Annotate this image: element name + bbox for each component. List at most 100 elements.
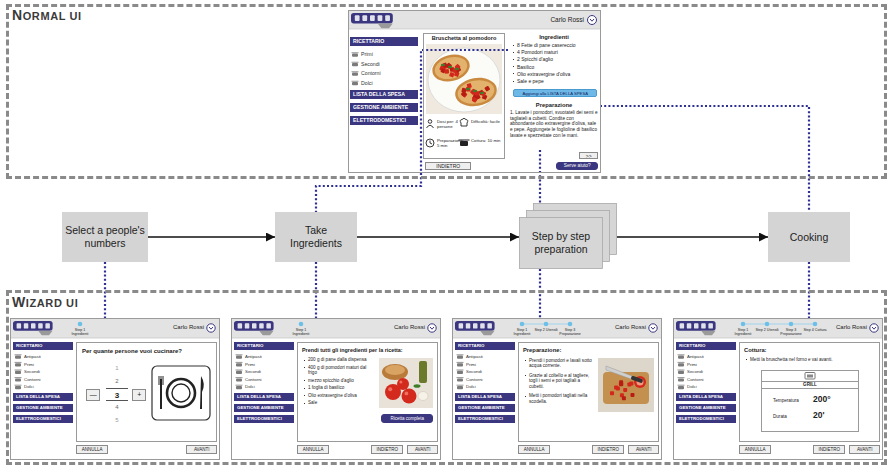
menu-icon [352, 73, 358, 76]
screen-background [232, 338, 440, 339]
info-text: Difficoltà: facile [471, 119, 503, 124]
wizard-panel: Per quante persone vuoi cucinare?12345—+ [76, 342, 217, 442]
menu-chevron [207, 324, 215, 332]
wizard-panel: Preparazione:Prendi i pomodori e lavali … [518, 342, 659, 442]
menu-chevron [870, 324, 878, 332]
app-logo [694, 323, 699, 328]
ui-text: Step 3 Preparazione [779, 328, 803, 337]
button-label: INDIETRO [372, 447, 402, 452]
menu-chevron [207, 324, 215, 332]
button-label: ANNULLA [519, 447, 549, 452]
menu-icon [457, 385, 464, 386]
screen-background [11, 319, 219, 338]
progress-track [743, 324, 815, 325]
next-button: AVANTI [186, 445, 217, 454]
menu-icon [236, 385, 243, 389]
menu-icon [15, 370, 22, 374]
panel-text: 1 foglia di basilico [303, 385, 375, 391]
side-menu: RICETTARIOAntipastiPrimiSecondiContorniD… [234, 342, 294, 426]
screen-background [349, 11, 600, 29]
side-menu: RICETTARIOAntipastiPrimiSecondiContorniD… [676, 342, 736, 426]
food-photo [419, 361, 427, 383]
menu-entry: Secondi [676, 368, 736, 376]
menu-chevron [651, 327, 655, 329]
food-photo [631, 376, 644, 384]
menu-icon [236, 386, 242, 389]
plate-icon [167, 379, 195, 407]
picker-number: 4 [106, 401, 128, 414]
menu-icon [15, 385, 22, 386]
progress-dot [78, 322, 83, 327]
button-label: Ricetta completa [382, 416, 432, 421]
progress-dot [813, 322, 818, 327]
side-menu: RICETTARIOAntipastiPrimiSecondiContorniD… [13, 342, 73, 426]
menu-icon [15, 378, 21, 381]
dotted-link [600, 106, 809, 212]
ui-text: Carlo Rossi [371, 324, 425, 331]
menu-entry: Secondi [13, 368, 73, 376]
info-text: Preparazione: 5 min [437, 138, 467, 148]
menu-icon [457, 354, 464, 355]
recipe-title: Bruschetta al pomodoro [424, 35, 504, 42]
menu-icon [236, 378, 243, 382]
menu-entry: Primi [455, 361, 515, 369]
plate-icon [152, 366, 210, 420]
food-photo [388, 387, 392, 391]
section-frame: NORMAL UICarlo RossiRICETTARIOPrimiSecon… [6, 4, 887, 179]
recipe-info: Dosi per: 4 personeDifficoltà: facilePre… [424, 117, 504, 157]
picker-number: 1 [106, 362, 128, 375]
menu-icon [352, 62, 359, 63]
screen-background [349, 29, 600, 30]
add-button: Aggiungi alla LISTA DELLA SPESA [513, 89, 597, 97]
menu-icon [236, 378, 242, 381]
menu-chevron [209, 327, 213, 329]
menu-entry: Antipasti [455, 353, 515, 361]
menu-entry: ELETTRODOMESTICI [455, 415, 515, 423]
menu-entry: GESTIONE AMBIENTE [350, 103, 418, 112]
food-photo [622, 396, 626, 400]
screen-background [232, 319, 440, 338]
food-photo [623, 388, 627, 392]
plus-button: + [132, 389, 146, 401]
plate-icon [163, 376, 164, 385]
menu-icon [457, 378, 463, 381]
menu-icon [678, 355, 685, 359]
app-logo [466, 323, 471, 328]
food-photo [426, 44, 502, 114]
cancel-button: ANNULLA [518, 445, 550, 454]
menu-icon [678, 377, 685, 378]
ui-text: Step 2 Utensili [755, 328, 779, 332]
info-text: Cottura: 10 min [471, 138, 503, 143]
menu-chevron [649, 324, 657, 332]
app-screen: Carlo RossiStep 1 IngredientiRICETTARIOA… [231, 318, 441, 460]
food-photo [379, 358, 433, 408]
button-label: AVANTI [629, 447, 658, 452]
ui-text: Step 1 Ingredienti [68, 328, 92, 337]
app-logo [13, 321, 53, 331]
progress-dot [299, 322, 304, 327]
food-photo [414, 384, 421, 388]
menu-entry: Dolci [676, 383, 736, 391]
step-label: Step by step preparation [522, 230, 600, 255]
menu-chevron [870, 324, 878, 332]
number-picker: 12345 [106, 362, 128, 428]
step-label: Take Ingredients [278, 224, 354, 249]
menu-icon [15, 386, 21, 389]
menu-chevron [428, 324, 436, 332]
menu-entry: Antipasti [234, 353, 294, 361]
app-logo [245, 323, 250, 328]
page-stack: Step by step preparation [519, 203, 617, 269]
menu-chevron [649, 324, 657, 332]
button-label: INDIETRO [814, 447, 844, 452]
food-photo [484, 86, 490, 92]
panel-text: Metti la bruschetta nel forno e vai avan… [745, 357, 873, 363]
screen-background [10, 318, 220, 460]
menu-entry: ELETTRODOMESTICI [234, 415, 294, 423]
progress-dot [520, 322, 525, 327]
menu-icon [457, 378, 464, 382]
food-photo [481, 91, 487, 97]
screen-background [673, 318, 883, 460]
ui-text: Step 1 Ingredienti [731, 328, 755, 337]
menu-icon [457, 370, 464, 371]
food-photo [453, 75, 499, 110]
